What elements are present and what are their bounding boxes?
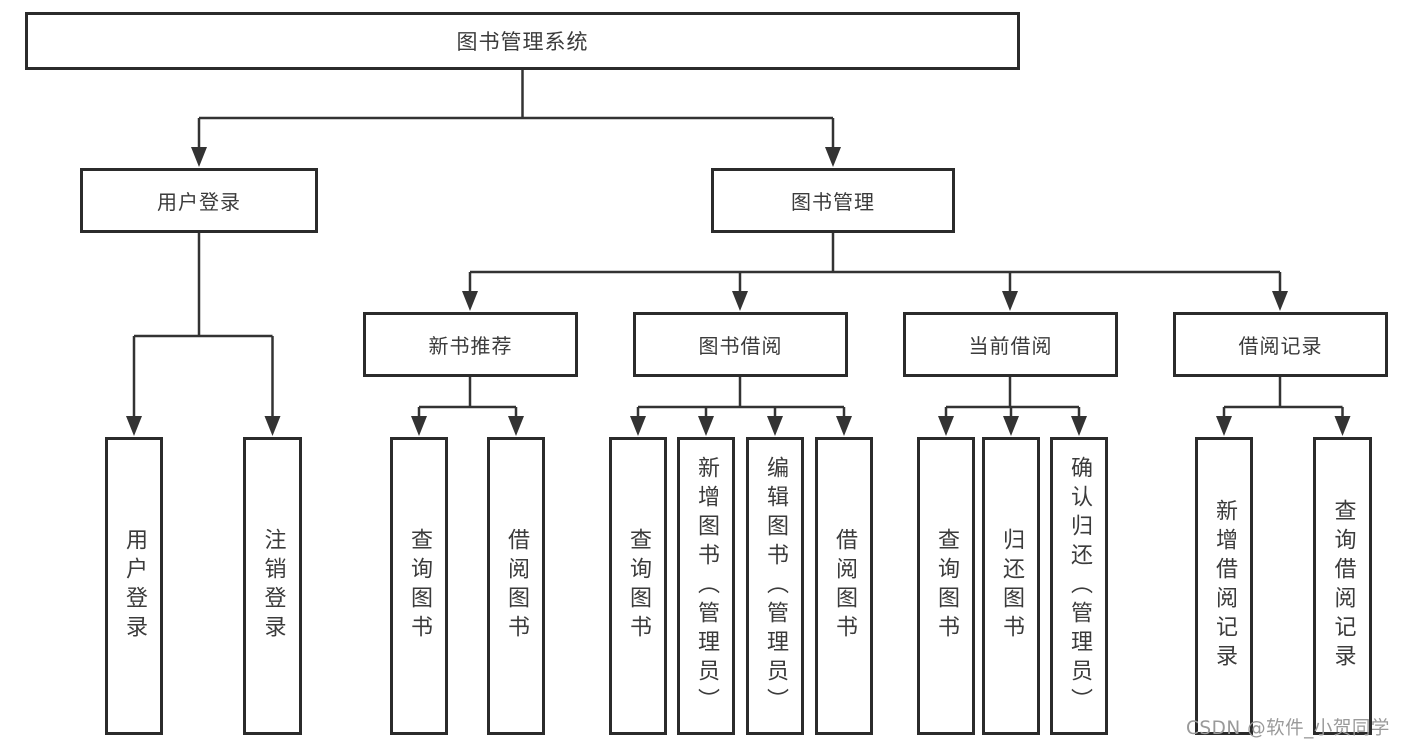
arrowhead [264,416,281,436]
leaf-return-book: 归还图书 [982,437,1040,735]
arrowhead [732,291,748,311]
arrowhead [1003,416,1019,436]
connector-current-borrow [944,377,1081,418]
leaf-borrow-books-1: 借阅图书 [487,437,545,735]
leaf-logout: 注销登录 [243,437,302,735]
connector-user-login [132,233,274,418]
leaf-borrow-books-2: 借阅图书 [815,437,873,735]
node-borrow-records: 借阅记录 [1173,312,1388,377]
arrowhead [1002,291,1018,311]
arrowhead [1334,416,1351,436]
node-root: 图书管理系统 [25,12,1020,70]
arrowhead [126,416,142,436]
arrowhead [411,416,427,436]
node-user-login: 用户登录 [80,168,318,233]
arrowhead [630,416,646,436]
leaf-query-books-3: 查询图书 [917,437,975,735]
arrowhead [1071,416,1087,436]
arrowhead [191,147,207,167]
node-book-management: 图书管理 [711,168,955,233]
leaf-query-books-2: 查询图书 [609,437,667,735]
leaf-query-borrow-record: 查询借阅记录 [1313,437,1372,735]
connector-borrow-records [1222,377,1344,418]
connector-book-management [468,233,1282,293]
leaf-query-books-1: 查询图书 [390,437,448,735]
leaf-add-book-admin: 新增图书（管理员） [677,437,735,735]
arrowhead [462,291,478,311]
arrowhead [938,416,954,436]
node-book-borrow: 图书借阅 [633,312,848,377]
arrowhead [508,416,524,436]
node-new-book-recommend: 新书推荐 [363,312,578,377]
arrowhead [698,416,714,436]
watermark-text: CSDN @软件_小贺同学 [1186,718,1390,739]
leaf-edit-book-admin: 编辑图书（管理员） [746,437,804,735]
arrowhead [1272,291,1288,311]
connector-book-borrow [636,377,846,418]
connector-root [197,70,835,149]
arrowhead [836,416,852,436]
node-current-borrow: 当前借阅 [903,312,1118,377]
connector-new-book-recommend [417,377,518,418]
leaf-user-login: 用户登录 [105,437,163,735]
leaf-add-borrow-record: 新增借阅记录 [1195,437,1253,735]
arrowhead [1216,416,1232,436]
arrowhead [767,416,783,436]
leaf-confirm-return-admin: 确认归还（管理员） [1050,437,1108,735]
arrowhead [825,147,841,167]
